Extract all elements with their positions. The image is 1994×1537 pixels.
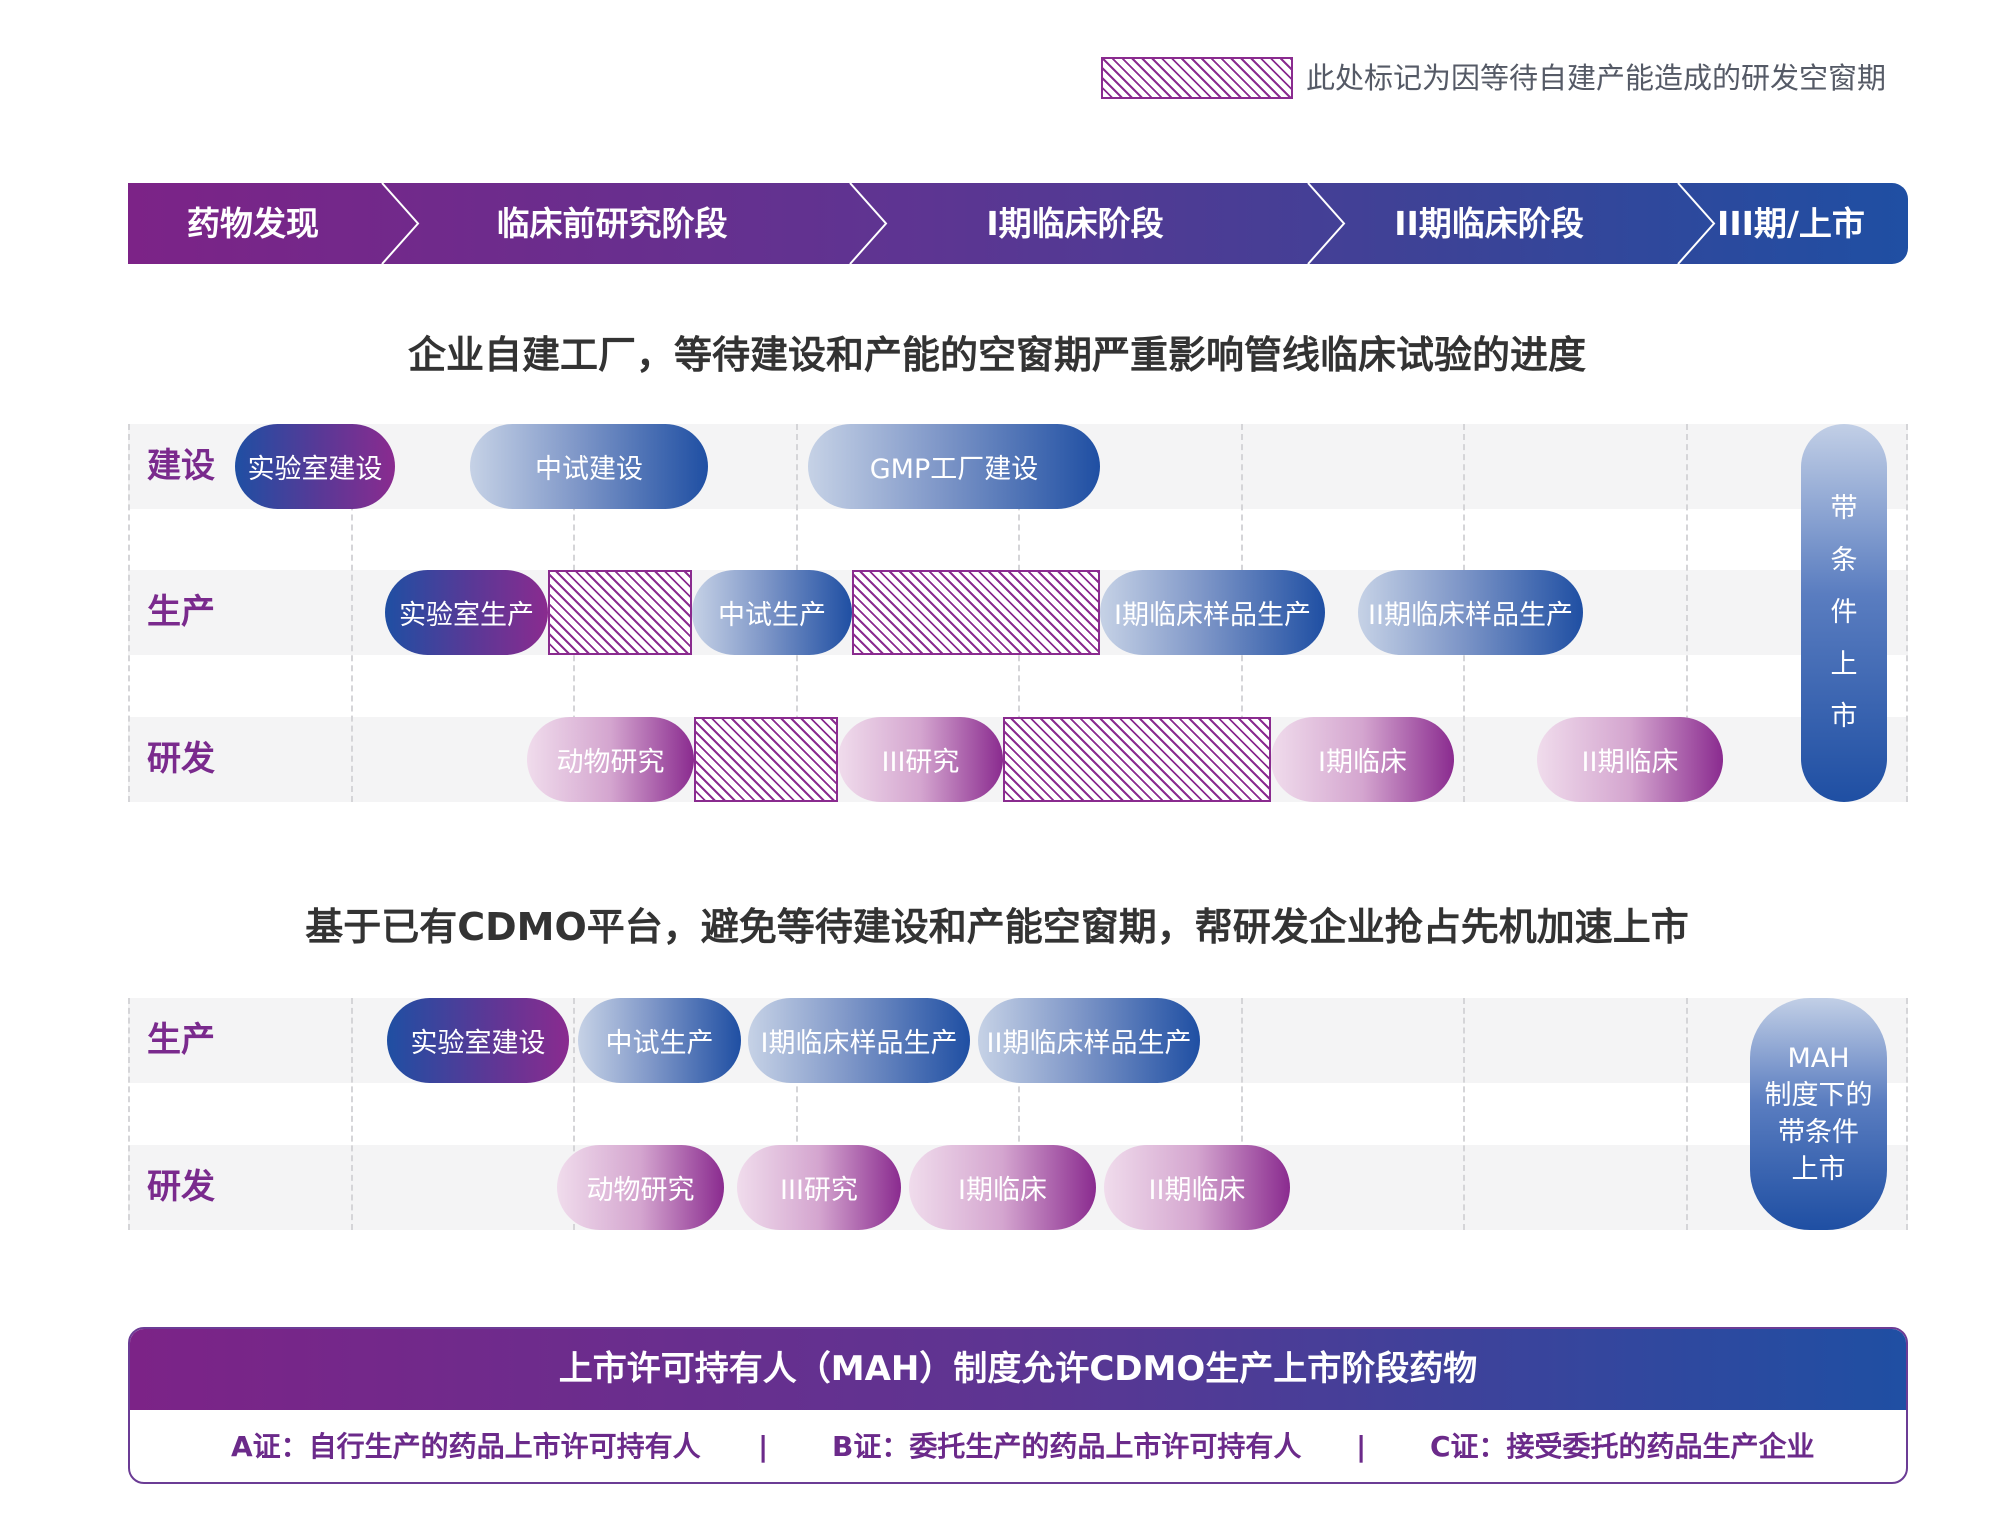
bar-phase1-clinical: I期临床 (1271, 717, 1454, 802)
cert-b: B证：委托生产的药品上市许可持有人 (832, 1430, 1302, 1463)
bar-phase2-clinical: II期临床 (1537, 717, 1723, 802)
cert-c: C证：接受委托的药品生产企业 (1430, 1430, 1815, 1463)
phase-clinical-1: I期临床阶段 (986, 204, 1164, 243)
gap-window-hatch (1003, 717, 1271, 802)
gap-window-hatch (852, 570, 1100, 655)
grid-line (1906, 998, 1908, 1230)
mah-launch-line: 制度下的 (1764, 1080, 1873, 1111)
phase-bar: 药物发现 临床前研究阶段 I期临床阶段 II期临床阶段 III期/上市 (128, 183, 1908, 264)
grid-line (128, 998, 130, 1230)
chevron-separator-icon (1307, 183, 1346, 264)
bar-phase2-sample-production: II期临床样品生产 (978, 998, 1200, 1083)
bar-iii-study: III研究 (737, 1145, 901, 1230)
bar-pilot-production: 中试生产 (578, 998, 741, 1083)
phase-preclinical: 临床前研究阶段 (496, 204, 728, 243)
mah-info-box: 上市许可持有人（MAH）制度允许CDMO生产上市阶段药物 A证：自行生产的药品上… (128, 1327, 1908, 1484)
section2-title: 基于已有CDMO平台，避免等待建设和产能空窗期，帮研发企业抢占先机加速上市 (305, 905, 1689, 949)
gap-window-hatch (548, 570, 692, 655)
row-label-rnd: 研发 (147, 1167, 215, 1207)
row-label-production: 生产 (147, 1020, 215, 1060)
launch-char: 条 (1830, 545, 1858, 576)
bar-phase1-sample-production: I期临床样品生产 (1100, 570, 1325, 655)
bar-lab-production: 实验室生产 (385, 570, 548, 655)
grid-line (573, 998, 575, 1230)
chevron-separator-icon (1677, 183, 1716, 264)
mah-launch-line: 上市 (1791, 1154, 1846, 1185)
chevron-separator-icon (849, 183, 888, 264)
grid-line (1686, 424, 1688, 802)
phase-clinical-3-launch: III期/上市 (1717, 204, 1865, 243)
row-label-production: 生产 (147, 592, 215, 632)
launch-char: 上 (1830, 649, 1858, 680)
bar-lab-construction: 实验室建设 (235, 424, 395, 509)
bar-gmp-construction: GMP工厂建设 (808, 424, 1100, 509)
grid-line (128, 424, 130, 802)
grid-line (351, 424, 353, 802)
conditional-launch-pill: 带 条 件 上 市 (1801, 424, 1887, 802)
bar-animal-study: 动物研究 (557, 1145, 724, 1230)
launch-char: 件 (1830, 597, 1858, 628)
phase-clinical-2: II期临床阶段 (1394, 204, 1584, 243)
mah-launch-line: 带条件 (1778, 1117, 1859, 1148)
bar-animal-study: 动物研究 (527, 717, 694, 802)
chevron-separator-icon (381, 183, 420, 264)
grid-line (351, 998, 353, 1230)
cert-separator: | (758, 1430, 769, 1463)
section1-title: 企业自建工厂，等待建设和产能的空窗期严重影响管线临床试验的进度 (407, 333, 1586, 377)
bar-lab-construction: 实验室建设 (387, 998, 569, 1083)
gap-window-hatch (694, 717, 838, 802)
bar-phase2-sample-production: II期临床样品生产 (1358, 570, 1583, 655)
launch-char: 市 (1830, 701, 1858, 732)
grid-line (796, 998, 798, 1230)
bar-pilot-production: 中试生产 (692, 570, 852, 655)
row-label-rnd: 研发 (147, 739, 215, 779)
mah-launch-line: MAH (1787, 1043, 1850, 1074)
grid-line (1241, 998, 1243, 1230)
launch-char: 带 (1830, 493, 1858, 524)
grid-line (1906, 424, 1908, 802)
bar-pilot-construction: 中试建设 (470, 424, 708, 509)
phase-drug-discovery: 药物发现 (187, 204, 319, 243)
legend-label: 此处标记为因等待自建产能造成的研发空窗期 (1306, 61, 1887, 95)
mah-title: 上市许可持有人（MAH）制度允许CDMO生产上市阶段药物 (130, 1329, 1906, 1410)
legend-hatch-swatch (1101, 57, 1293, 99)
bar-phase1-clinical: I期临床 (909, 1145, 1096, 1230)
bar-phase1-sample-production: I期临床样品生产 (748, 998, 970, 1083)
bar-iii-study: III研究 (838, 717, 1003, 802)
mah-conditional-launch-pill: MAH 制度下的 带条件 上市 (1750, 998, 1887, 1230)
grid-line (1686, 998, 1688, 1230)
cert-a: A证：自行生产的药品上市许可持有人 (231, 1430, 701, 1463)
cert-separator: | (1356, 1430, 1367, 1463)
grid-line (1018, 998, 1020, 1230)
row-label-construction: 建设 (147, 446, 215, 486)
bar-phase2-clinical: II期临床 (1104, 1145, 1290, 1230)
grid-line (1463, 998, 1465, 1230)
